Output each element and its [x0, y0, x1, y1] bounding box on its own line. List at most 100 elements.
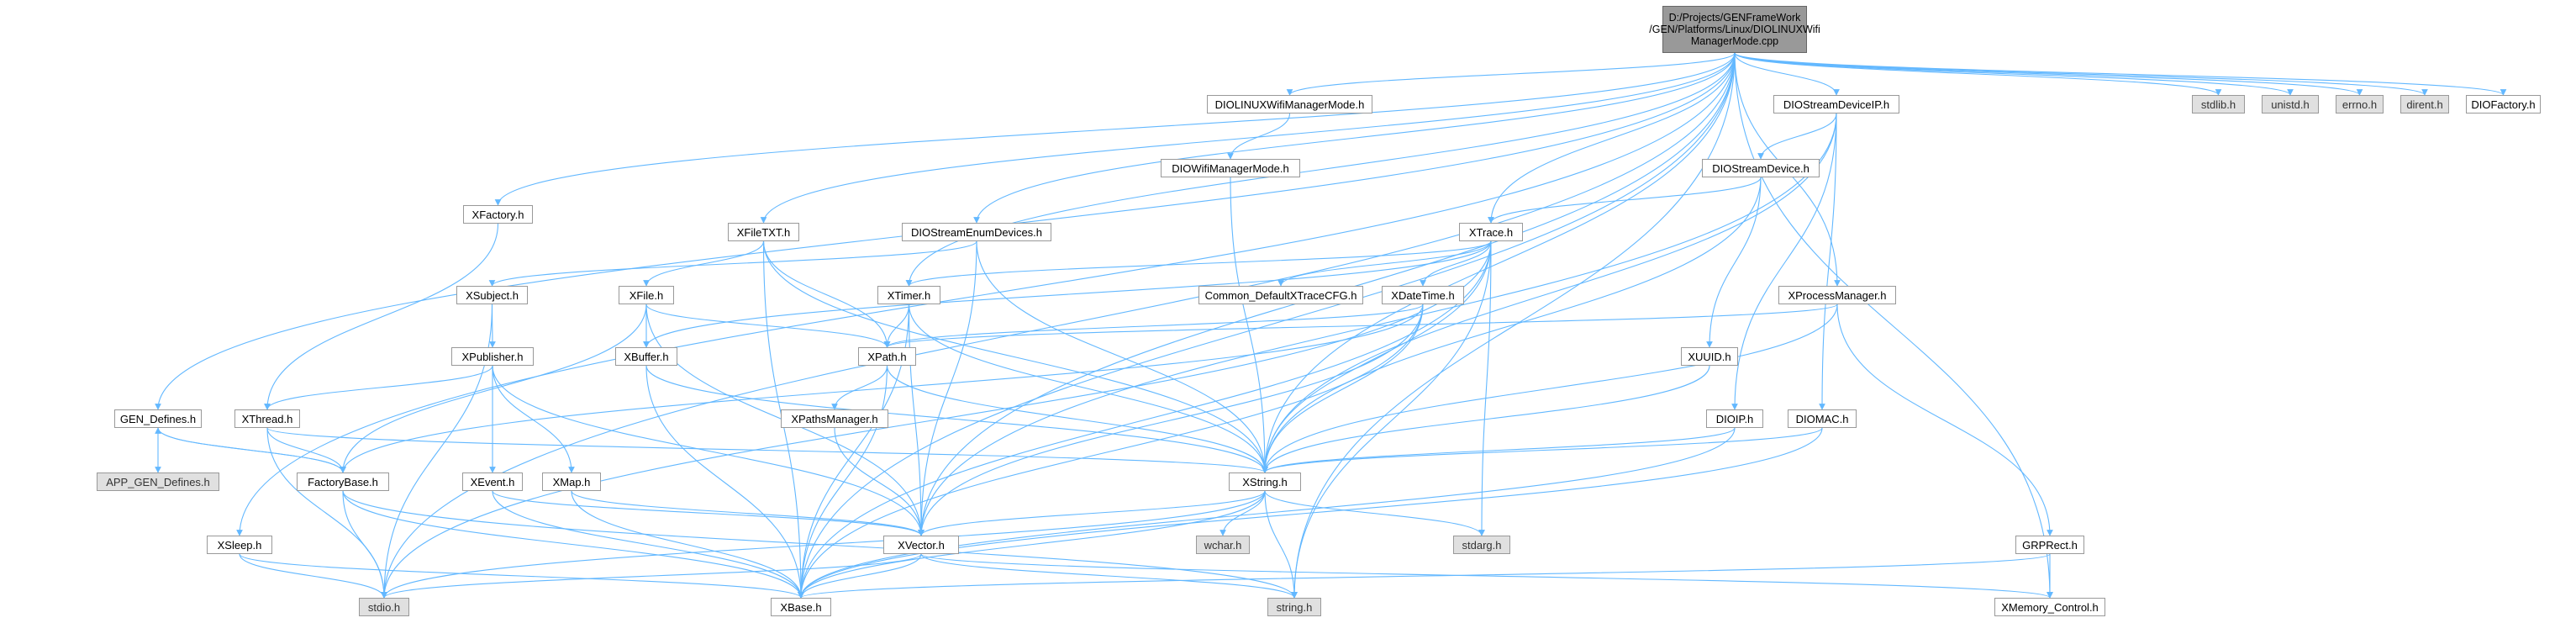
node-xmemory-control-h[interactable]: XMemory_Control.h [1994, 598, 2105, 616]
node-stdlib-h[interactable]: stdlib.h [2192, 95, 2245, 114]
node-xbase-h[interactable]: XBase.h [771, 598, 831, 616]
node-factorybase-h[interactable]: FactoryBase.h [297, 473, 389, 491]
edge-root-to-xtimer [905, 52, 1736, 287]
node-xfiletxt-h[interactable]: XFileTXT.h [728, 223, 799, 241]
edge-xdatetime-to-factorybase [340, 304, 1424, 473]
edge-xvector-to-string [920, 553, 1298, 599]
edge-xsleep-to-xbase [239, 553, 804, 599]
edge-xstring-to-stdarg [1264, 490, 1485, 536]
node-xtimer-h[interactable]: XTimer.h [877, 286, 940, 304]
edge-xthread-to-stdio [266, 427, 387, 599]
edge-xdatetime-to-xbase [798, 304, 1424, 599]
edge-xtimer-to-xvector [908, 304, 925, 536]
edge-root-to-unistd [1734, 52, 2294, 96]
edge-root-to-xtrace [1488, 52, 1736, 224]
node-diolinuxwifimanagermode-h[interactable]: DIOLINUXWifiManagerMode.h [1207, 95, 1372, 114]
edge-xvector-to-stdio [381, 553, 922, 599]
node-xpath-h[interactable]: XPath.h [858, 347, 916, 366]
node-xvector-h[interactable]: XVector.h [883, 536, 959, 554]
edge-diostreamdeviceip-to-xvector [918, 113, 1837, 536]
edge-diostreamdevice-to-xstring [1262, 177, 1762, 473]
edge-xfiletxt-to-xstring [762, 240, 1268, 473]
edge-xstring-to-xbase [798, 490, 1266, 599]
node-xmap-h[interactable]: XMap.h [542, 473, 601, 491]
node-diowifimanagermode-h[interactable]: DIOWifiManagerMode.h [1161, 159, 1300, 177]
edge-root-to-errno [1734, 52, 2363, 96]
edge-xthread-to-xstring [266, 427, 1268, 473]
edge-root-to-diofactory [1734, 52, 2507, 96]
edge-diostreamdevice-to-xtrace [1488, 177, 1762, 224]
edge-xstring-to-string [1264, 490, 1298, 599]
edge-factorybase-to-xbase [342, 490, 804, 599]
edge-xvector-to-xmemory [920, 553, 2053, 599]
node-stdio-h[interactable]: stdio.h [359, 598, 409, 616]
edge-xstring-to-wchar [1220, 490, 1266, 536]
edge-xsleep-to-stdio [239, 553, 387, 599]
edge-xmap-to-xvector [571, 490, 925, 536]
node-xdatetime-h[interactable]: XDateTime.h [1382, 286, 1464, 304]
edge-diowifi-to-xstring [1230, 177, 1268, 473]
node-diostreamdevice-h[interactable]: DIOStreamDevice.h [1702, 159, 1820, 177]
edge-xdatetime-to-xpath [883, 304, 1424, 348]
node-unistd-h[interactable]: unistd.h [2262, 95, 2319, 114]
edge-xtrace-to-string [1291, 240, 1492, 599]
node-xsubject-h[interactable]: XSubject.h [456, 286, 528, 304]
node-xstring-h[interactable]: XString.h [1229, 473, 1301, 491]
edge-xpathsmanager-to-xvector [834, 427, 925, 536]
node-diostreamdeviceip-h[interactable]: DIOStreamDeviceIP.h [1773, 95, 1899, 114]
edge-xdatetime-to-xvector [918, 304, 1424, 536]
node-wchar-h[interactable]: wchar.h [1196, 536, 1250, 554]
edge-factorybase-to-gendefines [155, 427, 344, 473]
node-xuuid-h[interactable]: XUUID.h [1681, 347, 1738, 366]
node-diofactory-h[interactable]: DIOFactory.h [2466, 95, 2541, 114]
node-xfactory-h[interactable]: XFactory.h [463, 205, 533, 224]
node-errno-h[interactable]: errno.h [2336, 95, 2384, 114]
edge-xvector-to-xbase [798, 553, 922, 599]
edge-xtrace-to-xdatetime [1420, 240, 1492, 287]
edge-dioip-to-xstring [1262, 427, 1736, 473]
node-xfile-h[interactable]: XFile.h [619, 286, 674, 304]
node-dirent-h[interactable]: dirent.h [2400, 95, 2449, 114]
node-grprect-h[interactable]: GRPRect.h [2015, 536, 2084, 554]
edge-diostreamdeviceip-to-diostreamdevice [1757, 113, 1837, 160]
edge-diomac-to-xstring [1262, 427, 1823, 473]
edge-xbuffer-to-xbase [645, 365, 804, 599]
node-xpublisher-h[interactable]: XPublisher.h [451, 347, 534, 366]
edge-xuuid-to-xstring [1262, 365, 1710, 473]
edge-xtrace-to-xbase [798, 240, 1492, 599]
node-xsleep-h[interactable]: XSleep.h [207, 536, 272, 554]
node-xevent-h[interactable]: XEvent.h [462, 473, 523, 491]
node-xtrace-h[interactable]: XTrace.h [1459, 223, 1523, 241]
edge-root-to-stdlib [1734, 52, 2222, 96]
node-xpathsmanager-h[interactable]: XPathsManager.h [781, 409, 888, 428]
edge-root-to-xfactory [494, 52, 1736, 206]
node-common-defaultxtracecfg-h[interactable]: Common_DefaultXTraceCFG.h [1198, 286, 1363, 304]
edge-xprocessmanager-to-grprect [1836, 304, 2053, 536]
node-app-gen-defines-h[interactable]: APP_GEN_Defines.h [97, 473, 219, 491]
node-xbuffer-h[interactable]: XBuffer.h [615, 347, 677, 366]
edge-xpublisher-to-xvector [492, 365, 925, 536]
node-dioip-h[interactable]: DIOIP.h [1706, 409, 1763, 428]
node-xprocessmanager-h[interactable]: XProcessManager.h [1778, 286, 1896, 304]
edge-diostreamenum-to-xstring [976, 240, 1268, 473]
edge-root-to-xfiletxt [760, 52, 1736, 224]
edge-xthread-to-factorybase [266, 427, 346, 473]
node-xthread-h[interactable]: XThread.h [234, 409, 300, 428]
edge-xpublisher-to-xthread [264, 365, 493, 410]
edge-xtrace-to-commondefault [1277, 240, 1492, 287]
edge-xtrace-to-xtimer [905, 240, 1492, 287]
node-gen-defines-h[interactable]: GEN_Defines.h [114, 409, 202, 428]
node-stdarg-h[interactable]: stdarg.h [1453, 536, 1510, 554]
edge-xprocessmanager-to-xpath [883, 304, 1838, 348]
edge-root-to-dirent [1734, 52, 2428, 96]
node-diostreamenumdevices-h[interactable]: DIOStreamEnumDevices.h [902, 223, 1051, 241]
edge-xstring-to-xvector [918, 490, 1266, 536]
node-string-h[interactable]: string.h [1267, 598, 1321, 616]
edge-xtrace-to-xstring [1262, 240, 1492, 473]
edge-xpath-to-xbase [798, 365, 888, 599]
edge-root-to-xmemory [1734, 52, 2053, 599]
edge-xevent-to-xvector [492, 490, 925, 536]
node-diomac-h[interactable]: DIOMAC.h [1788, 409, 1857, 428]
